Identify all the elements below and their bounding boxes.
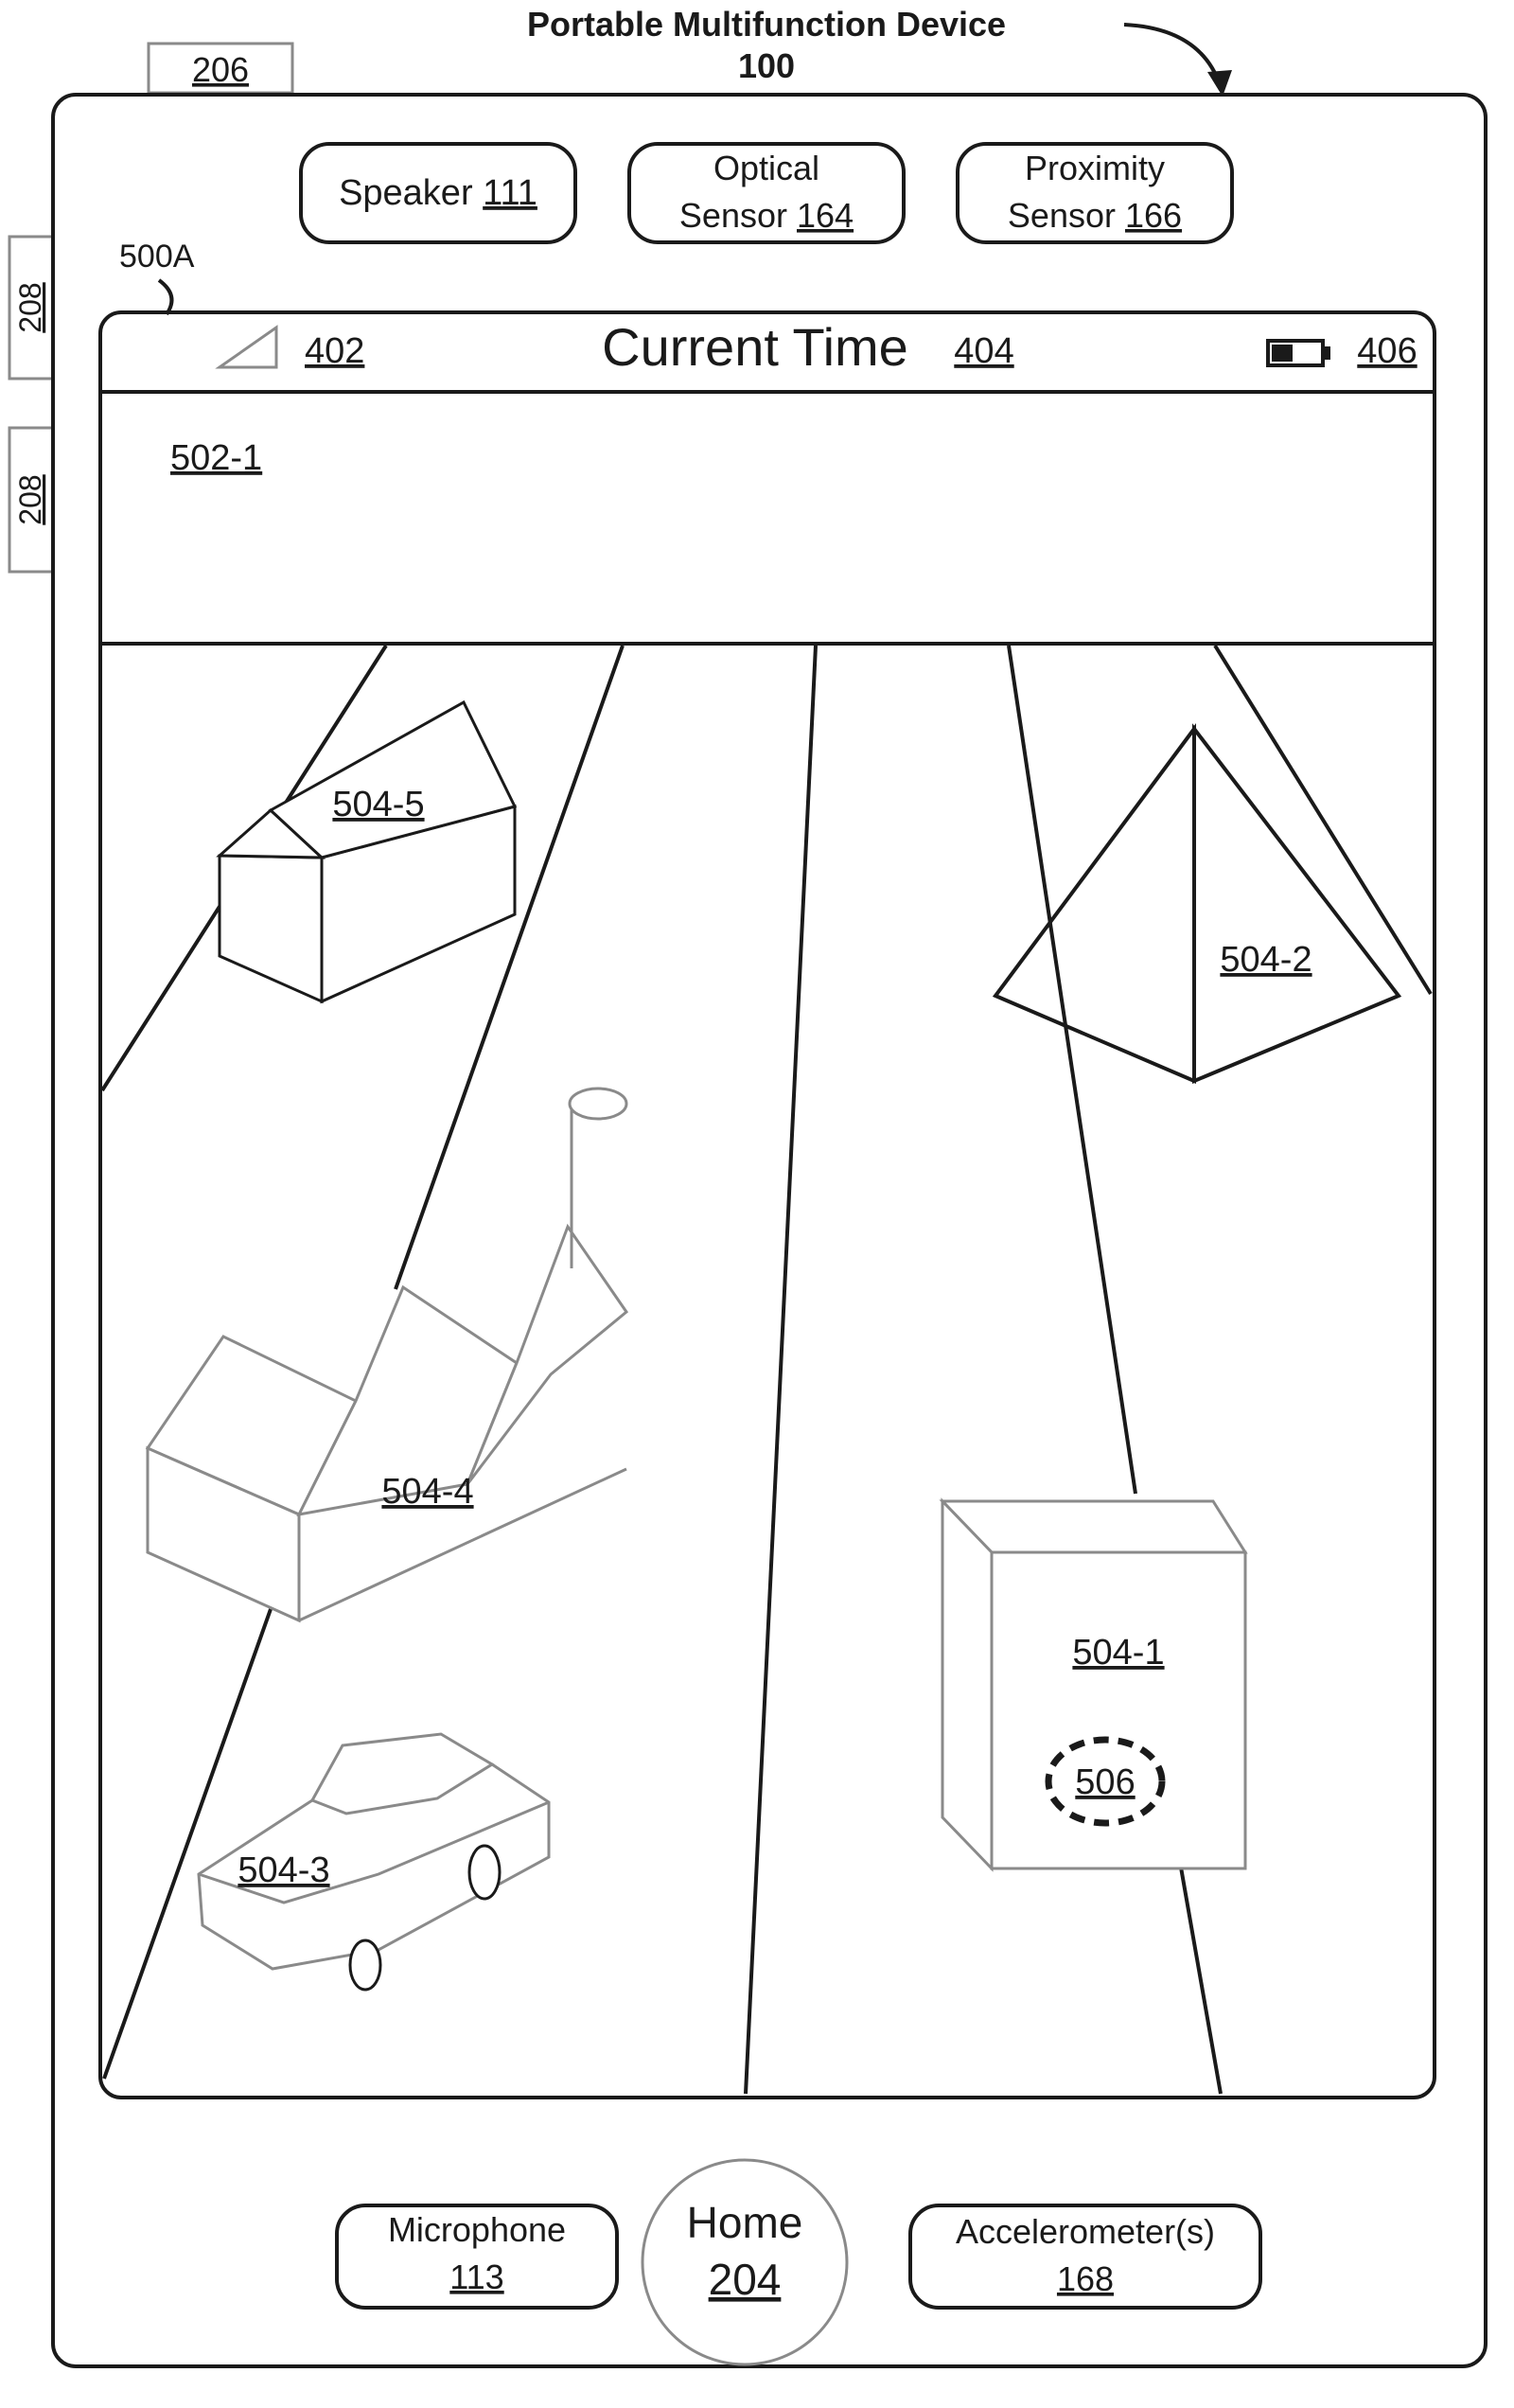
- ref-208-top: 208: [13, 282, 47, 332]
- home-label: Home: [687, 2198, 803, 2247]
- target-indicator[interactable]: [1045, 1736, 1166, 1827]
- current-time: Current Time: [602, 317, 908, 377]
- time-ref: 404: [954, 331, 1013, 371]
- optical-sensor-line2: Sensor 164: [679, 196, 854, 235]
- building-object: [145, 1087, 629, 1623]
- microphone-pill: [335, 2204, 619, 2310]
- touch-screen: [98, 310, 1436, 2099]
- battery-ref: 406: [1357, 331, 1417, 371]
- side-button-208-top: [8, 235, 55, 381]
- house-ref: 504-5: [332, 785, 424, 824]
- box-ref: 504-1: [1072, 1633, 1164, 1673]
- signal-icon: [215, 325, 278, 369]
- pyramid-object: [992, 722, 1402, 1085]
- microphone-label: Microphone: [388, 2210, 566, 2249]
- leader-500a: [157, 278, 174, 316]
- pyramid-ref: 504-2: [1220, 940, 1312, 980]
- device-pointer-arrow: [1123, 23, 1223, 88]
- box-object: [939, 1497, 1248, 1872]
- speaker-pill: [299, 142, 577, 244]
- accelerometer-label: Accelerometer(s): [956, 2212, 1215, 2251]
- banner-ref: 502-1: [170, 438, 262, 478]
- optical-sensor-pill: [627, 142, 906, 244]
- device-number: 100: [738, 46, 795, 85]
- home-button[interactable]: [641, 2158, 849, 2366]
- car-ref: 504-3: [238, 1850, 329, 1890]
- house-object: [216, 699, 518, 1004]
- ref-206: 206: [192, 50, 249, 89]
- building-ref: 504-4: [381, 1472, 473, 1512]
- ref-500a: 500A: [119, 239, 195, 274]
- ref-208-bottom: 208: [13, 474, 47, 524]
- signal-ref: 402: [305, 331, 364, 371]
- home-ref: 204: [709, 2255, 782, 2304]
- accelerometer-ref: 168: [1057, 2259, 1114, 2298]
- speaker-label: Speaker 111: [339, 173, 537, 213]
- proximity-sensor-line1: Proximity: [1025, 149, 1165, 187]
- side-button-208-bottom: [8, 426, 55, 574]
- device-body: [51, 93, 1488, 2368]
- proximity-sensor-line2: Sensor 166: [1008, 196, 1182, 235]
- car-object: [197, 1732, 551, 1992]
- target-ref: 506: [1075, 1762, 1135, 1802]
- proximity-sensor-pill: [956, 142, 1234, 244]
- device-pointer-arrowhead: [1207, 70, 1232, 97]
- microphone-ref: 113: [449, 2258, 503, 2296]
- scene-lines: [100, 644, 1433, 2095]
- optical-sensor-line1: Optical: [713, 149, 819, 187]
- accelerometer-pill: [908, 2204, 1262, 2310]
- battery-icon: [1266, 339, 1330, 367]
- device-title: Portable Multifunction Device: [527, 5, 1006, 44]
